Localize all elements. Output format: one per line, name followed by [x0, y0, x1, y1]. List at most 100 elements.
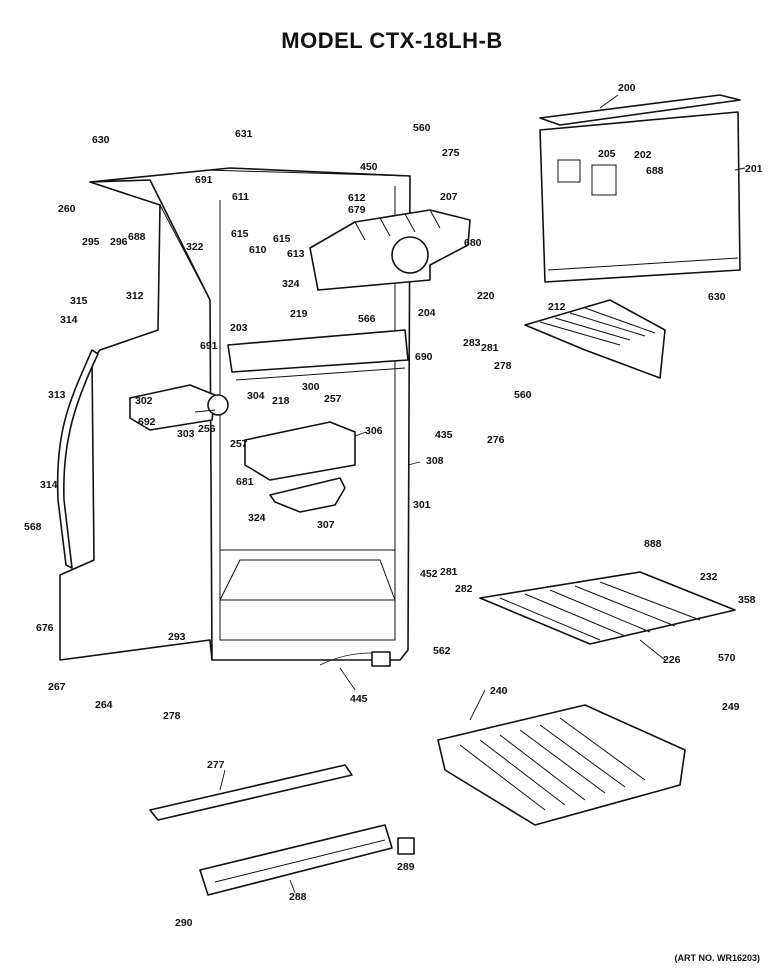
- callout-314: 314: [40, 479, 58, 491]
- divider-panel: [227, 329, 409, 373]
- callout-560: 560: [413, 122, 431, 134]
- callout-219: 219: [290, 308, 308, 320]
- thermostat: [129, 384, 216, 431]
- toe-grille: [199, 824, 393, 896]
- callout-315: 315: [70, 295, 88, 307]
- callout-358: 358: [738, 594, 756, 606]
- callout-283: 283: [463, 337, 481, 349]
- callout-202: 202: [634, 149, 652, 161]
- callout-610: 610: [249, 244, 267, 256]
- callout-303: 303: [177, 428, 195, 440]
- callout-301: 301: [413, 499, 431, 511]
- callout-680: 680: [464, 237, 482, 249]
- callout-570: 570: [718, 652, 736, 664]
- control-housing: [244, 421, 356, 481]
- callout-281: 281: [481, 342, 499, 354]
- callout-282: 282: [455, 583, 473, 595]
- callout-203: 203: [230, 322, 248, 334]
- callout-631: 631: [235, 128, 253, 140]
- callout-630: 630: [708, 291, 726, 303]
- callout-312: 312: [126, 290, 144, 302]
- callout-615: 615: [273, 233, 291, 245]
- callout-264: 264: [95, 699, 113, 711]
- callout-560: 560: [514, 389, 532, 401]
- evaporator-assembly: [309, 209, 471, 291]
- callout-257: 257: [230, 438, 248, 450]
- callout-888: 888: [644, 538, 662, 550]
- callout-232: 232: [700, 571, 718, 583]
- callout-314: 314: [60, 314, 78, 326]
- callout-611: 611: [232, 191, 249, 203]
- callout-688: 688: [128, 231, 146, 243]
- callout-293: 293: [168, 631, 186, 643]
- callout-568: 568: [24, 521, 42, 533]
- callout-566: 566: [358, 313, 376, 325]
- callout-277: 277: [207, 759, 225, 771]
- callout-676: 676: [36, 622, 54, 634]
- callout-324: 324: [282, 278, 300, 290]
- callout-212: 212: [548, 301, 566, 313]
- callout-201: 201: [745, 163, 763, 175]
- callout-306: 306: [365, 425, 383, 437]
- callout-562: 562: [433, 645, 451, 657]
- callout-278: 278: [494, 360, 512, 372]
- callout-278: 278: [163, 710, 181, 722]
- callout-307: 307: [317, 519, 335, 531]
- callout-200: 200: [618, 82, 636, 94]
- callout-613: 613: [287, 248, 305, 260]
- crisper-basket: [437, 704, 686, 826]
- callout-226: 226: [663, 654, 681, 666]
- callout-690: 690: [415, 351, 433, 363]
- callout-304: 304: [247, 390, 265, 402]
- callout-688: 688: [646, 165, 664, 177]
- callout-207: 207: [440, 191, 458, 203]
- callout-257: 257: [324, 393, 342, 405]
- art-number: (ART NO. WR16203): [674, 953, 760, 963]
- callout-256: 256: [198, 423, 216, 435]
- refrigerant-tube: [56, 349, 99, 569]
- callout-240: 240: [490, 685, 508, 697]
- callout-692: 692: [138, 416, 156, 428]
- callout-296: 296: [110, 236, 128, 248]
- callout-249: 249: [722, 701, 740, 713]
- callout-260: 260: [58, 203, 76, 215]
- callout-290: 290: [175, 917, 193, 929]
- callout-288: 288: [289, 891, 307, 903]
- callout-220: 220: [477, 290, 495, 302]
- callout-450: 450: [360, 161, 378, 173]
- callout-691: 691: [195, 174, 213, 186]
- callout-218: 218: [272, 395, 290, 407]
- callout-691: 691: [200, 340, 218, 352]
- callout-679: 679: [348, 204, 366, 216]
- callout-289: 289: [397, 861, 415, 873]
- callout-300: 300: [302, 381, 320, 393]
- light-shield: [269, 477, 346, 513]
- top-trim-200: [539, 94, 741, 126]
- fresh-food-shelf: [479, 571, 736, 645]
- callout-435: 435: [435, 429, 453, 441]
- callout-275: 275: [442, 147, 460, 159]
- callout-612: 612: [348, 192, 366, 204]
- callout-295: 295: [82, 236, 100, 248]
- grille-clip: [397, 837, 415, 855]
- callout-322: 322: [186, 241, 204, 253]
- callout-276: 276: [487, 434, 505, 446]
- callout-313: 313: [48, 389, 66, 401]
- callout-445: 445: [350, 693, 368, 705]
- callout-204: 204: [418, 307, 436, 319]
- leader-lines: [194, 94, 746, 894]
- callout-452: 452: [420, 568, 438, 580]
- callout-302: 302: [135, 395, 153, 407]
- callout-308: 308: [426, 455, 444, 467]
- callout-324: 324: [248, 512, 266, 524]
- rail-277: [149, 764, 353, 821]
- callout-630: 630: [92, 134, 110, 146]
- back-panel: [539, 111, 741, 283]
- callout-267: 267: [48, 681, 66, 693]
- callout-281: 281: [440, 566, 458, 578]
- callout-615: 615: [231, 228, 249, 240]
- callout-205: 205: [598, 148, 616, 160]
- diagram-title: MODEL CTX-18LH-B: [281, 28, 503, 53]
